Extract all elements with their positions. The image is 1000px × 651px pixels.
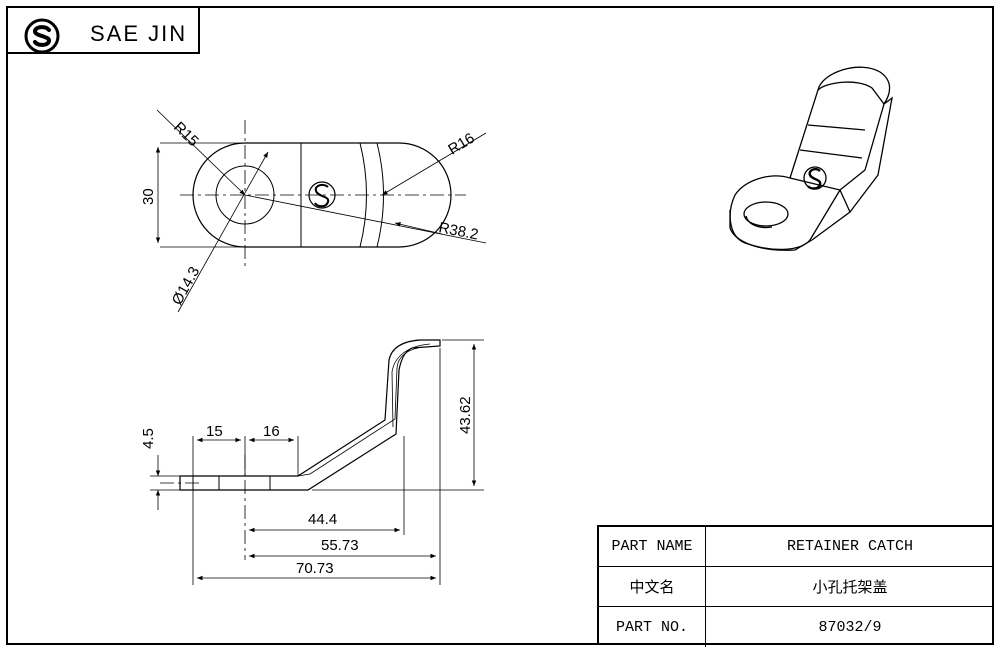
title-block: PART NAME RETAINER CATCH 中文名 小孔托架盖 PART … bbox=[597, 525, 994, 647]
brand-block: SAE JIN bbox=[6, 6, 200, 54]
sae-jin-logo-icon bbox=[24, 18, 60, 54]
dim-16: 16 bbox=[263, 423, 280, 440]
title-label: PART NAME bbox=[599, 527, 706, 566]
dim-hole-diameter: Ø14.3 bbox=[169, 264, 204, 308]
title-value: RETAINER CATCH bbox=[786, 538, 914, 555]
dim-r38-2: R38.2 bbox=[437, 219, 480, 243]
dim-55-73: 55.73 bbox=[321, 537, 359, 554]
side-view bbox=[150, 339, 484, 585]
title-value: 87032/9 bbox=[818, 618, 882, 636]
title-row-part-name: PART NAME RETAINER CATCH bbox=[599, 527, 994, 567]
title-row-chinese-name: 中文名 小孔托架盖 bbox=[599, 567, 994, 607]
title-label: 中文名 bbox=[599, 567, 706, 606]
title-label: PART NO. bbox=[599, 607, 706, 647]
title-row-part-no: PART NO. 87032/9 bbox=[599, 607, 994, 647]
top-view bbox=[155, 109, 487, 313]
drawing-frame bbox=[6, 6, 994, 645]
dim-height-43-62: 43.62 bbox=[457, 396, 474, 434]
dim-r15: R15 bbox=[170, 119, 202, 150]
dim-44-4: 44.4 bbox=[308, 511, 337, 528]
dim-30: 30 bbox=[140, 188, 157, 205]
dim-thickness: 4.5 bbox=[140, 428, 157, 449]
dim-15: 15 bbox=[206, 423, 223, 440]
dim-70-73: 70.73 bbox=[296, 560, 334, 577]
title-value: 小孔托架盖 bbox=[812, 578, 888, 596]
s-logo-mark bbox=[308, 181, 336, 209]
isometric-view bbox=[729, 66, 893, 251]
brand-name: SAE JIN bbox=[90, 21, 188, 46]
